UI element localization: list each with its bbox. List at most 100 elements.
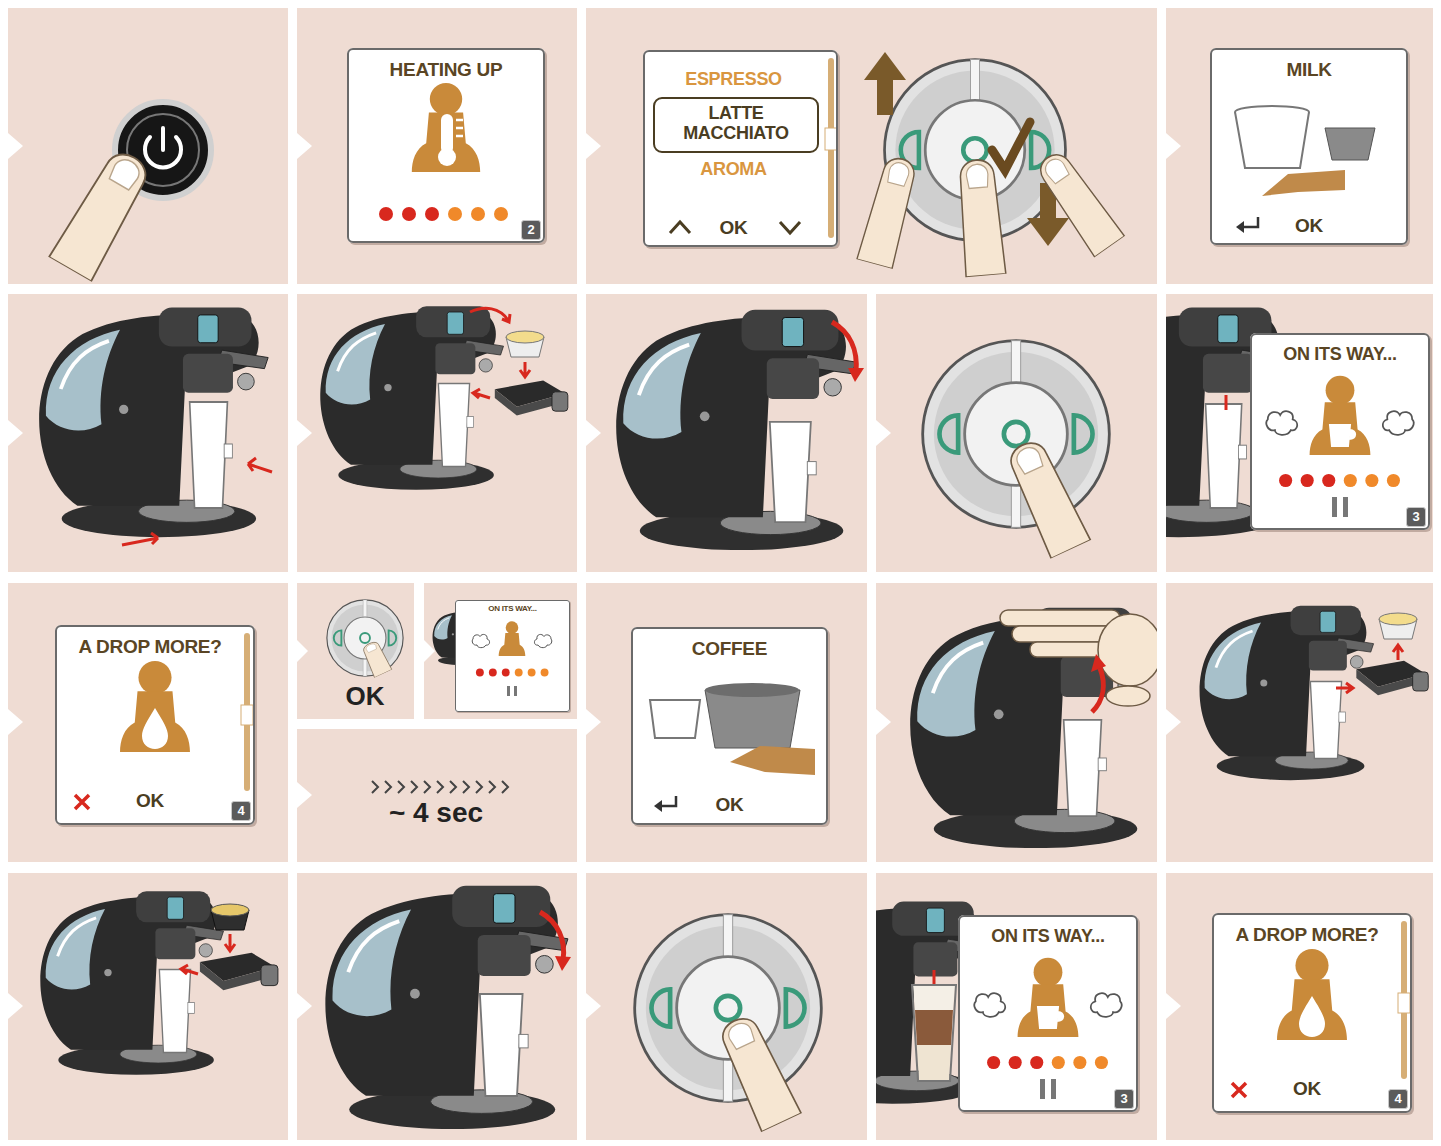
step-chevron <box>8 993 23 1019</box>
progress-dots <box>379 207 508 221</box>
screen-ground <box>631 627 828 825</box>
scroll-up-arrow <box>864 52 906 115</box>
scroll-thumb <box>825 128 837 150</box>
confirm-check <box>992 122 1030 170</box>
coffee-cup-rim <box>705 683 799 697</box>
coffee-machine <box>40 891 223 1075</box>
red-arrow <box>181 965 198 974</box>
down-softkey <box>780 222 800 233</box>
pause-bar <box>514 686 517 696</box>
finger <box>715 1012 802 1132</box>
glass <box>1310 681 1345 758</box>
red-arrow <box>832 322 856 372</box>
button-caption: OK <box>330 682 400 711</box>
clipped-machine <box>910 608 1157 848</box>
step-chevron <box>8 133 23 159</box>
red-arrow <box>248 458 272 472</box>
step-chevron <box>297 782 312 808</box>
step-chevron <box>586 709 601 735</box>
steam-left <box>472 634 489 647</box>
progress-dots <box>476 669 549 677</box>
duration-note: ~ 4 sec <box>356 798 516 829</box>
ok-softkey: OK <box>633 795 826 816</box>
panel <box>586 583 867 862</box>
pointer <box>1262 170 1345 196</box>
hand-thumb <box>1106 686 1150 706</box>
step-chevron <box>8 709 23 735</box>
glass <box>912 985 956 1081</box>
screen-ground <box>958 915 1138 1112</box>
control-knob <box>923 341 1110 528</box>
red-arrow <box>1092 668 1103 712</box>
ok-softkey: OK <box>57 791 253 812</box>
coffee-machine <box>1200 606 1374 781</box>
step-chevron <box>297 133 312 159</box>
red-arrow <box>1336 683 1353 693</box>
panel <box>8 8 288 284</box>
step-chevron <box>1166 133 1181 159</box>
glass <box>1206 404 1247 508</box>
step-number-box: 3 <box>1114 1089 1134 1109</box>
hand-finger <box>1000 610 1120 626</box>
ok-softkey: OK <box>1214 1079 1410 1100</box>
coffee-machine <box>320 306 503 490</box>
back-arrowhead <box>654 800 662 812</box>
pointer <box>730 746 815 775</box>
coffee-cup-small <box>1325 128 1375 160</box>
panel <box>1166 583 1433 862</box>
panel <box>876 294 1157 572</box>
screen-ground <box>347 48 545 243</box>
panel <box>586 873 867 1140</box>
step-number: 4 <box>1389 1090 1407 1108</box>
back-arrowhead <box>1236 221 1244 233</box>
step-chevron <box>297 640 308 662</box>
capsule-holder <box>200 953 278 991</box>
step-chevron <box>586 133 601 159</box>
step-chevron <box>297 420 312 446</box>
step-chevron <box>586 420 601 446</box>
screen-title: ON ITS WAY... <box>960 927 1136 947</box>
back-symbol <box>660 796 676 806</box>
panel <box>297 873 577 1140</box>
red-arrowhead <box>1091 654 1106 672</box>
milk-cup <box>1235 112 1309 168</box>
panel <box>297 729 577 862</box>
panel <box>297 294 577 572</box>
step-chevron <box>876 709 891 735</box>
display-screen: ON ITS WAY... <box>455 600 570 712</box>
finger <box>956 158 1006 277</box>
latte-milk <box>917 1045 951 1080</box>
red-arrow <box>540 912 564 960</box>
step-chevron <box>297 993 312 1019</box>
panel-grid <box>8 8 1433 1140</box>
finger <box>857 154 920 268</box>
latte-foam <box>913 985 955 1010</box>
screen-title: ON ITS WAY... <box>1252 345 1428 365</box>
display-screen: ON ITS WAY...3 <box>1250 333 1430 530</box>
step-chevron <box>1166 993 1181 1019</box>
step-number: 3 <box>1115 1090 1133 1108</box>
power-symbol <box>145 128 181 167</box>
step-number-box: 4 <box>1388 1089 1408 1109</box>
step-chevrons <box>8 133 1181 1019</box>
display-screen: COFFEEOK <box>631 627 828 825</box>
coffee-stream <box>1225 395 1228 410</box>
hand-palm <box>1098 614 1157 686</box>
screen-ground <box>455 600 570 712</box>
red-arrow <box>520 362 530 377</box>
menu-option: AROMA <box>645 160 836 180</box>
panel <box>1166 8 1433 284</box>
up-softkey <box>670 222 690 233</box>
panel <box>8 873 288 1140</box>
menu-option-selected: LATTE MACCHIATO <box>655 104 817 144</box>
capsule-holder <box>1356 661 1428 696</box>
red-arrowhead <box>848 368 864 382</box>
ok-softkey: OK <box>1212 216 1406 237</box>
red-arrow <box>1393 645 1403 660</box>
menu-highlight: LATTE MACCHIATO <box>653 97 819 153</box>
panel <box>586 8 1157 284</box>
capsule-holder <box>495 380 568 415</box>
screen-ground <box>1210 48 1408 245</box>
step-number: 4 <box>232 802 250 820</box>
